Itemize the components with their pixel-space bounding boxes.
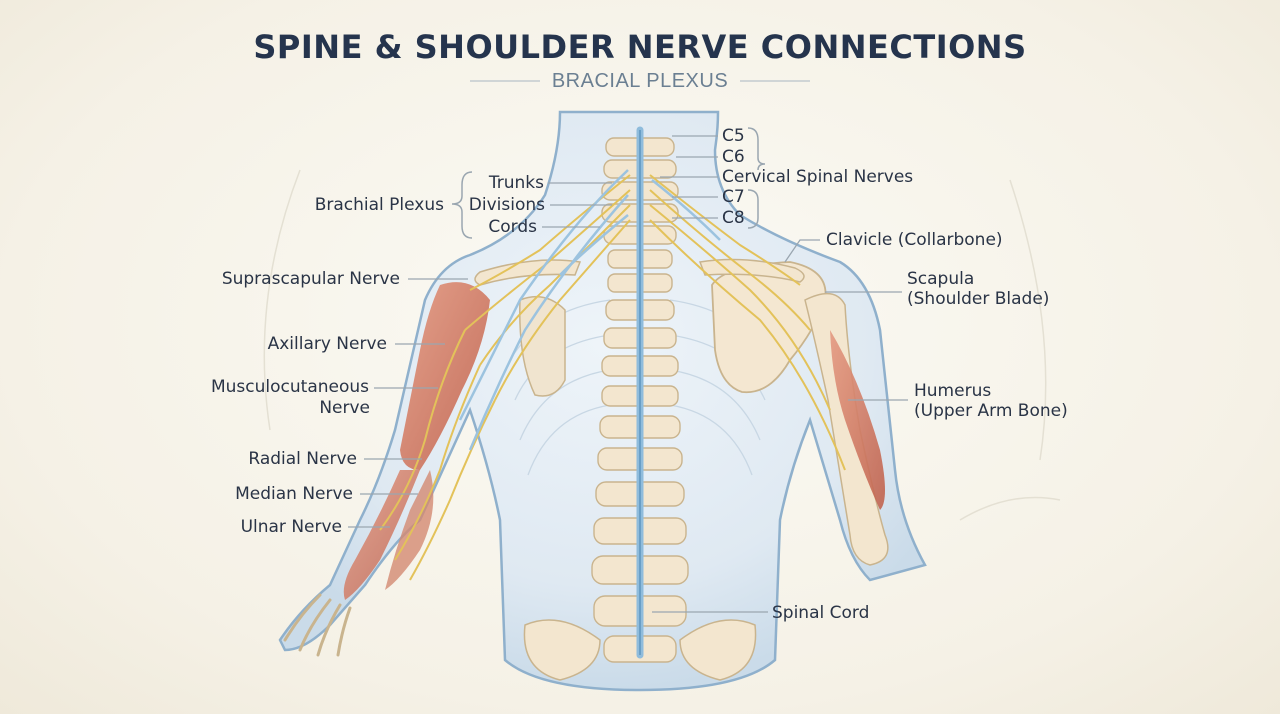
label-c8: C8	[722, 208, 745, 228]
label-humerus-line1: Humerus	[914, 381, 991, 401]
label-scapula-line1: Scapula	[907, 269, 974, 289]
page-subtitle: BRACIAL PLEXUS	[0, 70, 1280, 93]
label-cords: Cords	[488, 217, 537, 237]
label-clavicle: Clavicle (Collarbone)	[826, 230, 1003, 250]
label-musculocutaneous-line2: Nerve	[319, 398, 370, 418]
label-humerus-line2: (Upper Arm Bone)	[914, 401, 1068, 421]
label-axillary-nerve: Axillary Nerve	[268, 334, 387, 354]
label-spinal-cord: Spinal Cord	[772, 603, 869, 623]
label-brachial-plexus: Brachial Plexus	[315, 195, 444, 215]
page-title: SPINE & SHOULDER NERVE CONNECTIONS	[0, 28, 1280, 66]
label-trunks: Trunks	[489, 173, 544, 193]
label-c5: C5	[722, 126, 745, 146]
label-median-nerve: Median Nerve	[235, 484, 353, 504]
label-musculocutaneous-line1: Musculocutaneous	[211, 377, 369, 397]
cervical-bracket	[748, 128, 765, 170]
label-c7: C7	[722, 187, 745, 207]
label-suprascapular-nerve: Suprascapular Nerve	[222, 269, 400, 289]
label-ulnar-nerve: Ulnar Nerve	[241, 517, 342, 537]
label-scapula-line2: (Shoulder Blade)	[907, 289, 1049, 309]
label-c6: C6	[722, 147, 745, 167]
label-cervical-spinal-nerves: Cervical Spinal Nerves	[722, 167, 913, 187]
label-divisions: Divisions	[469, 195, 545, 215]
label-radial-nerve: Radial Nerve	[248, 449, 357, 469]
